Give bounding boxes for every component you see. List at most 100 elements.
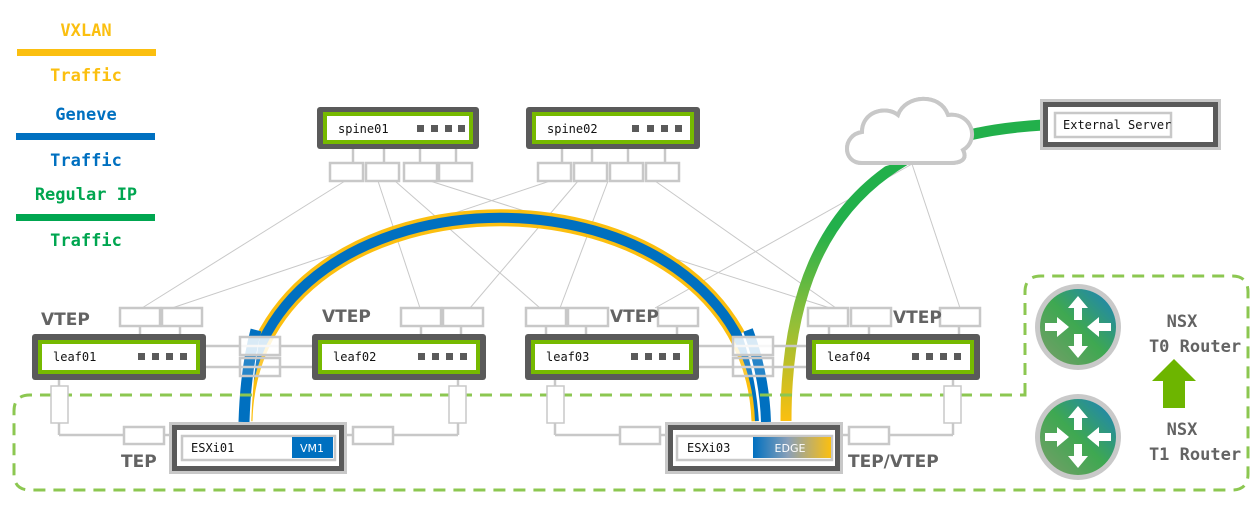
leaf-switch-leaf03[interactable]: leaf03 VTEP	[525, 307, 699, 380]
link-spine02-leaf03	[559, 180, 609, 309]
spine02-port	[572, 161, 609, 183]
t0-router-line2: T0 Router	[1149, 337, 1241, 357]
spine02-port	[608, 161, 645, 183]
peer-port	[238, 356, 282, 378]
nsx-t0-router[interactable]: NSX T0 Router	[1035, 284, 1241, 370]
link-spine02-leaf02	[469, 180, 579, 309]
tep-port	[351, 425, 395, 446]
external-server[interactable]: External Server	[1040, 99, 1221, 150]
link-spine01-leaf02	[377, 180, 421, 309]
leaf-switch-leaf01[interactable]: leaf01 VTEP	[32, 310, 206, 380]
peer-port	[238, 335, 282, 357]
legend-regular-ip-subtitle: Traffic	[50, 231, 122, 251]
tep-port	[847, 425, 891, 446]
peer-port	[731, 356, 775, 378]
leaf01-vtep-tag: VTEP	[41, 310, 90, 330]
legend: VXLAN Traffic Geneve Traffic Regular IP …	[16, 21, 156, 251]
router-arrows-icon	[1045, 296, 1111, 358]
leaf01-label: leaf01	[53, 350, 96, 364]
port-leds-icon	[138, 353, 187, 360]
tep-port	[122, 425, 166, 446]
edge-label: EDGE	[775, 442, 806, 455]
spine01-port	[364, 161, 401, 183]
server-label-box	[1053, 111, 1173, 139]
peer-port	[731, 335, 775, 357]
leaf04-port	[849, 306, 893, 328]
peer-links	[204, 335, 808, 378]
link-cloud-leaf04	[911, 163, 961, 309]
vm1-label: VM1	[300, 442, 324, 455]
leaf04-port	[806, 306, 850, 328]
spine-switch-spine02[interactable]: spine02	[526, 107, 700, 149]
legend-geneve-title: Geneve	[55, 105, 116, 125]
spine01-port	[402, 161, 439, 183]
leaf01-port	[118, 306, 162, 328]
leaf-switch-leaf02[interactable]: leaf02 VTEP	[312, 307, 486, 380]
leaf-switch-leaf04[interactable]: leaf04 VTEP	[806, 308, 980, 380]
host-esxi03[interactable]: ESXi03 EDGE TEP/VTEP	[665, 422, 939, 474]
uplink-cable	[50, 385, 69, 424]
legend-regular-ip-title: Regular IP	[35, 185, 137, 205]
legend-vxlan-title: VXLAN	[60, 21, 111, 41]
spine-ports	[328, 148, 681, 183]
spine-switch-spine01[interactable]: spine01	[317, 107, 479, 149]
port-leds-icon	[631, 353, 680, 360]
spine01-port	[328, 161, 365, 183]
esxi01-label: ESXi01	[191, 441, 234, 455]
router-icon	[1040, 289, 1116, 365]
port-leds-icon	[912, 353, 961, 360]
regular-ip-traffic-path	[780, 119, 1044, 422]
leaf02-vtep-tag: VTEP	[322, 307, 371, 327]
legend-geneve: Geneve Traffic	[16, 105, 155, 171]
leaf03-label: leaf03	[546, 350, 589, 364]
leaf03-port	[524, 306, 568, 328]
legend-geneve-line	[16, 133, 155, 140]
legend-regular-ip: Regular IP Traffic	[16, 185, 155, 251]
t1-router-line2: T1 Router	[1149, 445, 1241, 465]
t1-router-line1: NSX	[1167, 420, 1198, 440]
spine01-label: spine01	[338, 122, 389, 136]
leaf04-vtep-tag: VTEP	[893, 308, 942, 328]
t0-router-line1: NSX	[1167, 312, 1198, 332]
leaf03-vtep-tag: VTEP	[610, 307, 659, 327]
leaf04-label: leaf04	[827, 350, 870, 364]
leaf02-port	[441, 306, 485, 328]
link-spine01-leaf03	[394, 180, 541, 309]
external-server-label: External Server	[1063, 118, 1171, 132]
overlay-traffic-arc	[235, 209, 769, 422]
esxi01-tep-tag: TEP	[121, 452, 157, 472]
leaf01-port	[160, 306, 204, 328]
spine01-port	[437, 161, 474, 183]
leaf-ports	[118, 306, 982, 334]
uplink-cable	[943, 385, 962, 424]
fabric-links	[141, 163, 961, 309]
nsx-overlay-zone	[12, 274, 1250, 492]
host-links	[50, 380, 962, 446]
tep-port	[618, 425, 662, 446]
cloud-overlay	[845, 96, 974, 165]
port-leds-icon	[417, 125, 465, 132]
geneve-arc	[239, 212, 765, 422]
legend-vxlan-subtitle: Traffic	[50, 66, 122, 86]
legend-regular-ip-line	[16, 214, 155, 221]
nsx-t1-router[interactable]: NSX T1 Router	[1035, 394, 1241, 480]
esxi03-label: ESXi03	[687, 441, 730, 455]
leaf02-port	[399, 306, 443, 328]
leaf03-port	[566, 306, 610, 328]
port-leds-icon	[418, 353, 467, 360]
spine02-port	[644, 161, 681, 183]
esxi03-tep-vtep-tag: TEP/VTEP	[848, 452, 939, 472]
leaf04-port	[938, 306, 982, 328]
uplink-arrow-icon	[1152, 359, 1196, 408]
uplink-cable	[448, 385, 467, 424]
vm1-workload[interactable]	[292, 437, 333, 458]
host-esxi01[interactable]: ESXi01 VM1 TEP	[121, 422, 347, 474]
spine02-port	[536, 161, 573, 183]
link-spine01-leaf01	[141, 180, 346, 309]
legend-vxlan-line	[17, 49, 156, 56]
port-leds-icon	[632, 125, 682, 132]
spine02-label: spine02	[547, 122, 598, 136]
edge-workload[interactable]	[753, 437, 831, 458]
router-arrows-icon	[1045, 406, 1111, 468]
